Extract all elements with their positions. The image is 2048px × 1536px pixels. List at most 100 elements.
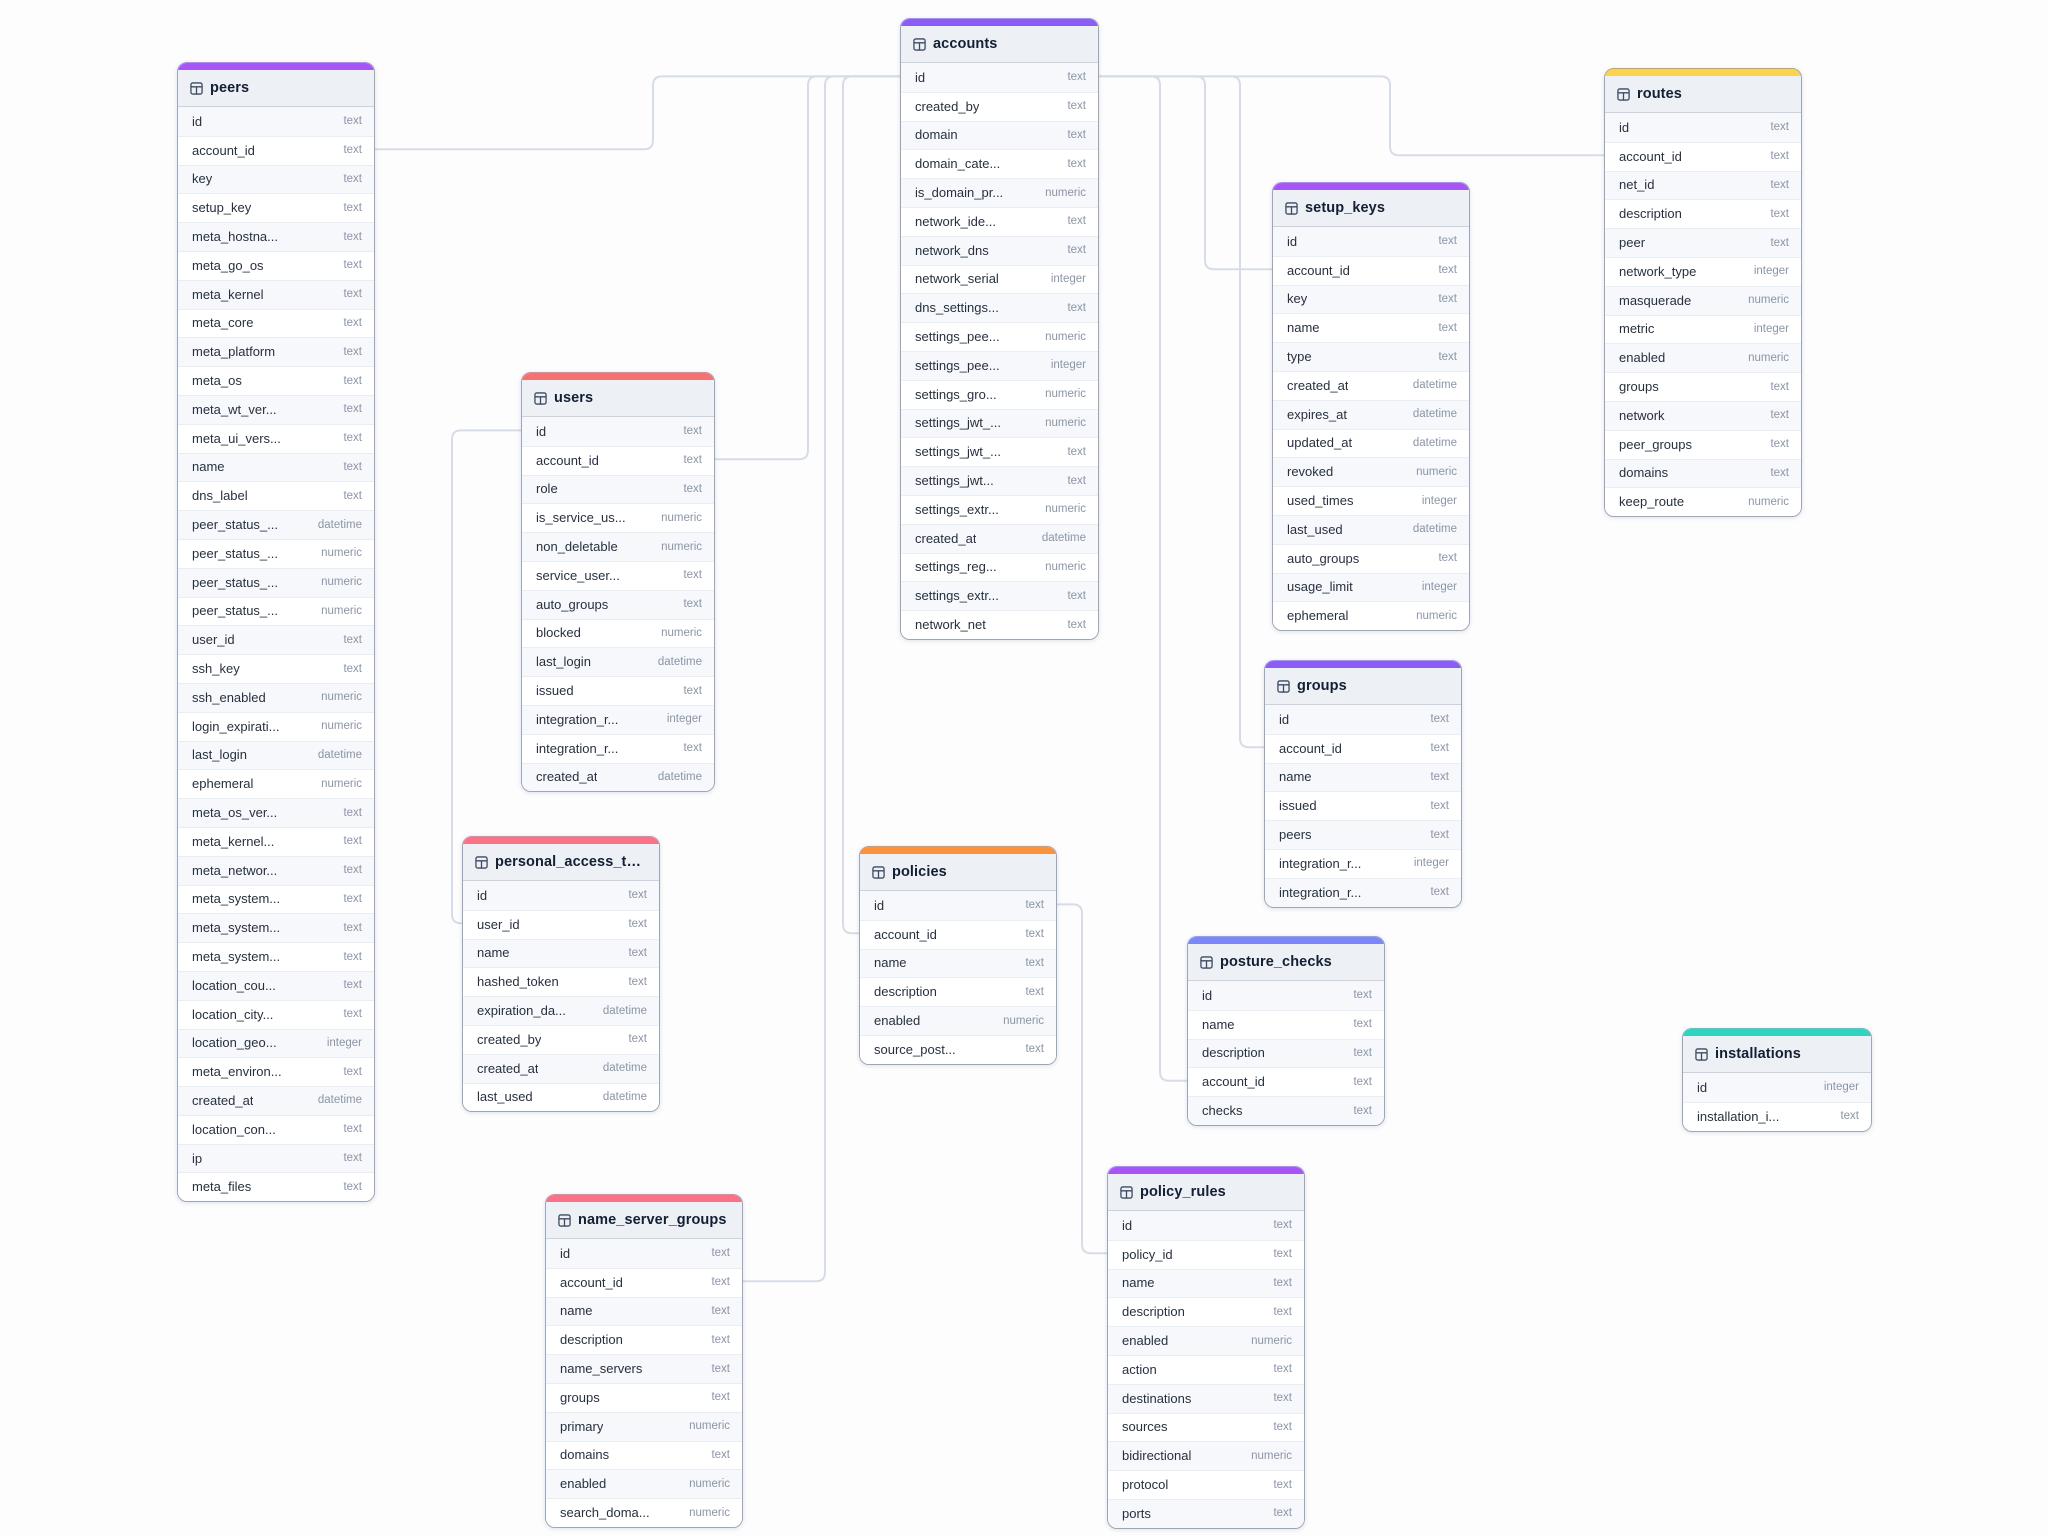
field-row[interactable]: login_expirati...numeric	[178, 711, 374, 741]
table-header-accounts[interactable]: accounts	[901, 26, 1098, 63]
field-row[interactable]: peer_status_...datetime	[178, 510, 374, 539]
field-row[interactable]: is_service_us...numeric	[522, 503, 714, 533]
field-row[interactable]: settings_pee...numeric	[901, 322, 1098, 351]
field-row[interactable]: meta_environ...text	[178, 1057, 374, 1087]
table-header-peers[interactable]: peers	[178, 70, 374, 107]
field-row[interactable]: settings_jwt_...text	[901, 437, 1098, 467]
table-header-policy_rules[interactable]: policy_rules	[1108, 1174, 1304, 1211]
field-row[interactable]: meta_hostna...text	[178, 222, 374, 251]
table-header-name_server_groups[interactable]: name_server_groups	[546, 1202, 742, 1239]
field-row[interactable]: integration_r...integer	[1265, 848, 1461, 878]
table-header-installations[interactable]: installations	[1683, 1036, 1871, 1073]
field-row[interactable]: settings_jwt...text	[901, 466, 1098, 495]
table-personal_access_tokens[interactable]: personal_access_tokensidtextuser_idtextn…	[462, 836, 660, 1113]
field-row[interactable]: meta_kernel...text	[178, 826, 374, 856]
field-row[interactable]: installation_i...text	[1683, 1101, 1871, 1131]
field-row[interactable]: network_ide...text	[901, 206, 1098, 236]
field-row[interactable]: settings_extr...numeric	[901, 494, 1098, 524]
field-row[interactable]: search_doma...numeric	[546, 1498, 742, 1527]
table-header-setup_keys[interactable]: setup_keys	[1273, 190, 1469, 227]
field-row[interactable]: peer_status_...numeric	[178, 538, 374, 568]
field-row[interactable]: settings_gro...numeric	[901, 379, 1098, 409]
field-row[interactable]: meta_system...text	[178, 884, 374, 914]
field-row[interactable]: source_post...text	[860, 1034, 1056, 1064]
table-header-policies[interactable]: policies	[860, 854, 1056, 891]
field-row[interactable]: meta_os_ver...text	[178, 798, 374, 827]
field-row[interactable]: integration_r...text	[1265, 877, 1461, 907]
